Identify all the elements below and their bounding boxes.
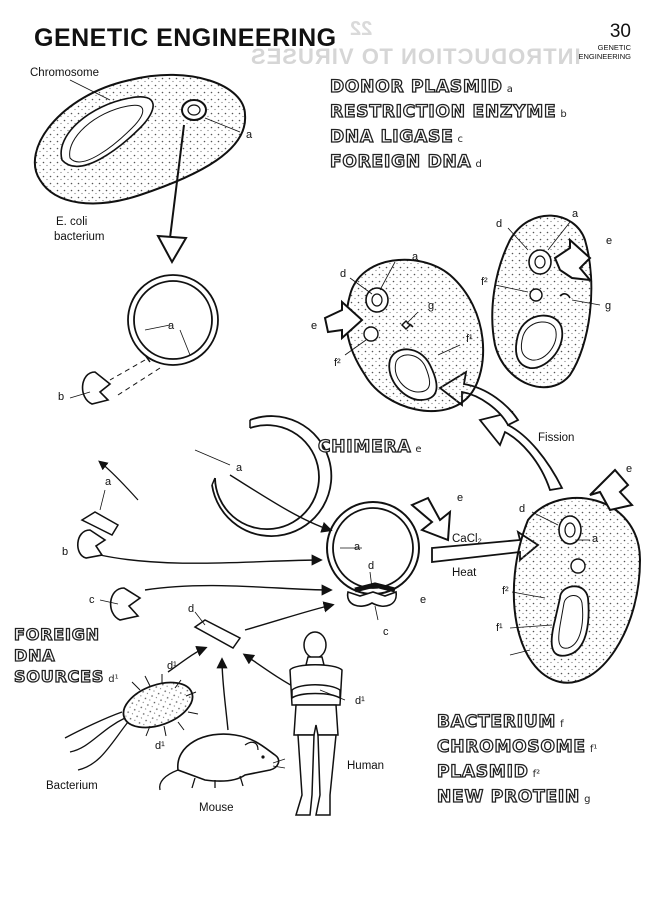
transformed-bacterium [512,497,642,684]
chimera-plasmid [326,501,420,607]
letter-e: e [311,320,318,332]
letter-d1: d¹ [155,740,165,752]
letter-e: e [606,235,613,247]
human-label: Human [347,760,385,772]
letter-a: a [105,476,112,488]
foreign-dna-fragment [193,619,242,649]
chromosome-label: Chromosome [30,67,100,79]
letter-d: d [368,560,375,572]
letter-d: d [496,218,503,230]
bacterium-source-label: Bacterium [46,780,98,792]
page-title: GENETIC ENGINEERING [34,24,337,52]
page-number: 30 [609,21,631,42]
letter-d: d [519,503,526,515]
letter-a: a [236,462,243,474]
letter-f1: f¹ [466,333,473,345]
letter-b: b [58,391,65,403]
letter-a: a [246,129,253,141]
cacl2-label: CaCl₂ [452,533,483,545]
letter-c: c [383,626,389,638]
heat-label: Heat [452,567,477,579]
opened-plasmid [211,415,333,537]
ecoli-label-line2: bacterium [54,231,105,243]
letter-c: c [89,594,95,606]
letter-d: d [188,603,195,615]
daughter-bacterium-left [345,258,485,412]
dna-ligase [109,587,142,621]
letter-e: e [420,594,427,606]
letter-a: a [412,251,419,263]
ecoli-chromosome [60,96,154,167]
letter-a: a [592,533,599,545]
letter-a: a [168,320,175,332]
letter-g: g [428,300,435,312]
letter-e: e [457,492,464,504]
letter-d1: d¹ [355,695,365,707]
letter-f2: f² [502,585,509,597]
letter-a: a [354,541,361,553]
mouse-source [159,733,286,791]
page-subtitle: GENETIC ENGINEERING [578,43,631,61]
human-source [289,631,343,816]
bacterium-source [64,674,199,771]
letter-g: g [605,300,612,312]
mouse-label: Mouse [199,802,234,814]
ecoli-plasmid [181,99,207,121]
letter-e: e [626,463,633,475]
restriction-enzyme-2 [77,529,107,559]
ecoli-label-line1: E. coli [56,216,88,228]
letter-f1: f¹ [496,622,503,634]
ecoli-bacterium [34,73,247,205]
letter-d: d [340,268,347,280]
daughter-bacterium-right [491,214,593,389]
letter-f2: f² [334,357,341,369]
letter-b: b [62,546,69,558]
letter-a: a [572,208,579,220]
restriction-enzyme-1 [81,371,112,405]
fission-label: Fission [538,432,575,444]
letter-f2: f² [481,276,488,288]
letter-d1: d¹ [167,660,177,672]
donor-plasmid-ring [127,274,219,366]
